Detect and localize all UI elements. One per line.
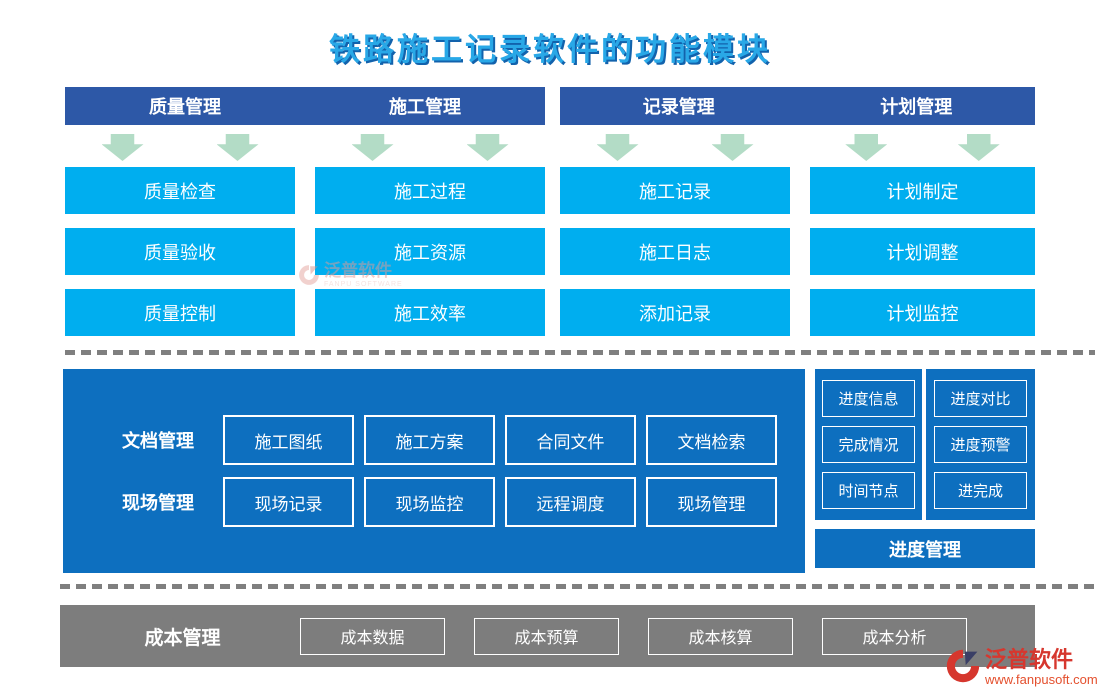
- fanpu-watermark-icon: [299, 265, 319, 285]
- site-row: 现场管理 现场记录 现场监控 远程调度 现场管理: [63, 477, 805, 527]
- btn-construction-plan[interactable]: 施工方案: [364, 415, 495, 465]
- document-site-panel: 文档管理 施工图纸 施工方案 合同文件 文档检索 现场管理 现场记录 现场监控 …: [63, 369, 805, 573]
- module-quality-acceptance[interactable]: 质量验收: [65, 228, 295, 275]
- dashed-divider-bottom: [60, 584, 1095, 589]
- watermark-subtext: FANPU SOFTWARE: [324, 281, 403, 288]
- btn-time-node[interactable]: 时间节点: [822, 472, 915, 509]
- btn-contract-documents[interactable]: 合同文件: [505, 415, 636, 465]
- arrow-down-icon: [466, 134, 509, 161]
- btn-site-monitoring[interactable]: 现场监控: [364, 477, 495, 527]
- watermark-text: 泛普软件: [324, 261, 392, 280]
- btn-cost-accounting[interactable]: 成本核算: [648, 617, 793, 655]
- header-plan-management: 计划管理: [880, 97, 953, 117]
- arrow-down-icon: [957, 134, 1000, 161]
- fanpu-logo: 泛普软件 www.fanpusoft.com: [945, 647, 1098, 688]
- btn-cost-data[interactable]: 成本数据: [300, 617, 445, 655]
- arrow-down-icon: [101, 134, 144, 161]
- arrow-down-icon: [845, 134, 888, 161]
- btn-progress-info[interactable]: 进度信息: [822, 380, 915, 417]
- module-quality-control[interactable]: 质量控制: [65, 289, 295, 336]
- dashed-divider-top: [65, 350, 1095, 355]
- progress-panel-left: 进度信息 完成情况 时间节点: [815, 369, 922, 520]
- arrow-down-icon: [711, 134, 754, 161]
- module-construction-efficiency[interactable]: 施工效率: [315, 289, 545, 336]
- arrow-row-quality: [65, 134, 295, 162]
- label-progress-management: 进度管理: [815, 529, 1035, 568]
- module-column-record: 施工记录 施工日志 添加记录: [560, 167, 790, 336]
- header-quality-management: 质量管理: [149, 97, 221, 117]
- arrow-down-icon: [351, 134, 394, 161]
- module-construction-process[interactable]: 施工过程: [315, 167, 545, 214]
- btn-progress-compare[interactable]: 进度对比: [934, 380, 1027, 417]
- btn-site-management[interactable]: 现场管理: [646, 477, 777, 527]
- btn-progress-warning[interactable]: 进度预警: [934, 426, 1027, 463]
- fanpu-watermark: 泛普软件 FANPU SOFTWARE: [298, 262, 403, 288]
- module-column-quality: 质量检查 质量验收 质量控制: [65, 167, 295, 336]
- btn-cost-analysis[interactable]: 成本分析: [822, 617, 967, 655]
- label-document-management: 文档管理: [122, 431, 194, 451]
- module-plan-monitoring[interactable]: 计划监控: [810, 289, 1035, 336]
- fanpu-logo-icon: [946, 649, 980, 683]
- logo-name: 泛普软件: [985, 647, 1074, 672]
- btn-document-search[interactable]: 文档检索: [646, 415, 777, 465]
- module-construction-record[interactable]: 施工记录: [560, 167, 790, 214]
- module-add-record[interactable]: 添加记录: [560, 289, 790, 336]
- module-column-plan: 计划制定 计划调整 计划监控: [810, 167, 1035, 336]
- arrow-down-icon: [596, 134, 639, 161]
- document-row: 文档管理 施工图纸 施工方案 合同文件 文档检索: [63, 415, 805, 465]
- module-plan-formulation[interactable]: 计划制定: [810, 167, 1035, 214]
- module-construction-log[interactable]: 施工日志: [560, 228, 790, 275]
- progress-panel-right: 进度对比 进度预警 进完成: [926, 369, 1035, 520]
- label-cost-management: 成本管理: [144, 627, 221, 649]
- header-construction-management: 施工管理: [389, 97, 461, 117]
- logo-url: www.fanpusoft.com: [985, 672, 1098, 688]
- arrow-row-construction: [315, 134, 545, 162]
- btn-remote-dispatch[interactable]: 远程调度: [505, 477, 636, 527]
- page-title: 铁路施工记录软件的功能模块: [329, 32, 771, 67]
- module-quality-inspection[interactable]: 质量检查: [65, 167, 295, 214]
- cost-bar: 成本管理 成本数据 成本预算 成本核算 成本分析: [60, 605, 1035, 667]
- btn-site-record[interactable]: 现场记录: [223, 477, 354, 527]
- arrow-row-plan: [810, 134, 1035, 162]
- module-construction-resources[interactable]: 施工资源: [315, 228, 545, 275]
- module-column-construction: 施工过程 施工资源 施工效率: [315, 167, 545, 336]
- btn-cost-budget[interactable]: 成本预算: [474, 617, 619, 655]
- arrow-row-record: [560, 134, 790, 162]
- btn-progress-complete[interactable]: 进完成: [934, 472, 1027, 509]
- label-site-management: 现场管理: [122, 493, 194, 513]
- btn-completion-status[interactable]: 完成情况: [822, 426, 915, 463]
- header-bar-record-plan: 记录管理 计划管理: [560, 87, 1035, 125]
- arrow-down-icon: [216, 134, 259, 161]
- header-bar-quality-construction: 质量管理 施工管理: [65, 87, 545, 125]
- header-record-management: 记录管理: [642, 97, 715, 117]
- module-plan-adjustment[interactable]: 计划调整: [810, 228, 1035, 275]
- btn-construction-drawings[interactable]: 施工图纸: [223, 415, 354, 465]
